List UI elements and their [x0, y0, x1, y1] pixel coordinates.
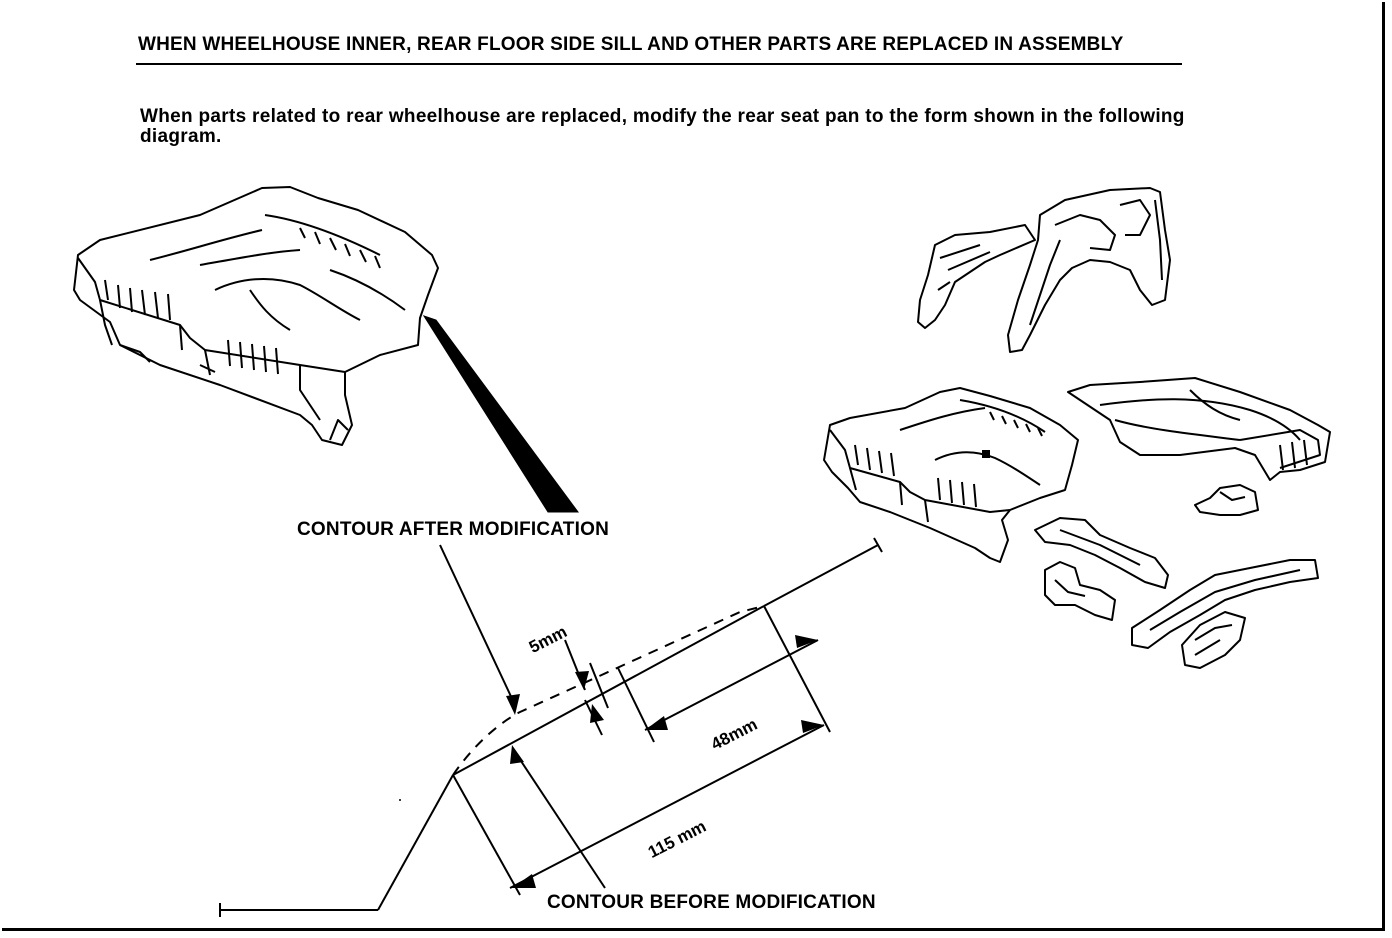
contour-after-dashed: [452, 605, 765, 776]
intro-text: When parts related to rear wheelhouse ar…: [140, 106, 1185, 147]
heading-underline: [136, 63, 1182, 65]
before-leader: [514, 751, 606, 889]
profile-slope: [377, 774, 454, 911]
contour-profile: [219, 537, 883, 917]
label-contour-after: CONTOUR AFTER MODIFICATION: [297, 519, 609, 540]
contour-before-line: [452, 605, 765, 776]
rear-seat-pan-small: [823, 387, 1079, 563]
detail-leader-wedge: [422, 315, 579, 513]
rear-seat-pan-large: [73, 186, 439, 446]
trunk-floor: [1067, 377, 1331, 481]
profile-upper-line: [763, 544, 879, 607]
dimension-arrowheads: [506, 635, 824, 888]
wheelhouse-inner-parts: [917, 187, 1171, 353]
after-leader: [439, 544, 516, 706]
side-sill-brackets: [1034, 484, 1319, 669]
page-heading: WHEN WHEELHOUSE INNER, REAR FLOOR SIDE S…: [138, 34, 1124, 55]
label-contour-before: CONTOUR BEFORE MODIFICATION: [547, 892, 876, 913]
